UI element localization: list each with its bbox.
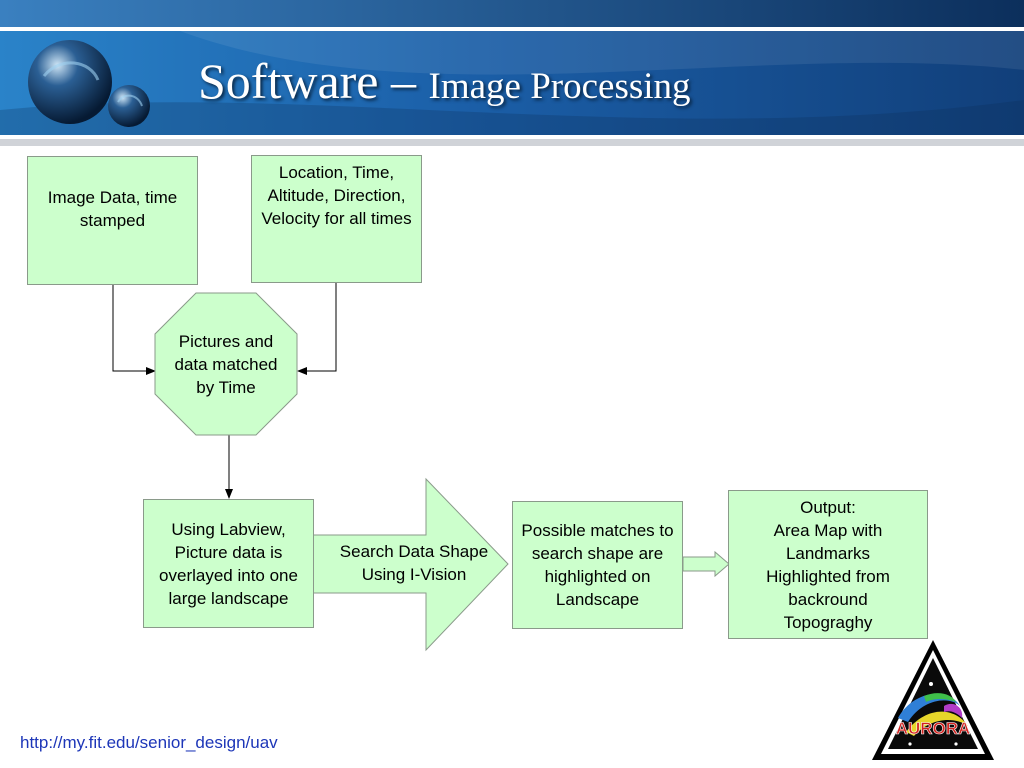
box-location-time-text: Location, Time, Altitude, Direction, Vel…: [261, 163, 412, 228]
title-main: Software –: [198, 53, 429, 109]
box-image-data-text: Image Data, time stamped: [47, 188, 178, 230]
octagon-pictures-matched: [154, 292, 298, 436]
box-image-data: Image Data, time stamped: [27, 156, 198, 285]
slide-title: Software – Image Processing: [198, 52, 691, 112]
logo-text: AURORA: [896, 719, 971, 738]
header-banner: [0, 0, 1024, 146]
box-location-time: Location, Time, Altitude, Direction, Vel…: [251, 155, 422, 283]
title-sub: Image Processing: [428, 66, 691, 107]
octagon-label-text: Pictures and data matched by Time: [174, 331, 278, 397]
block-arrow-output: [682, 550, 730, 578]
box-possible-matches-text: Possible matches to search shape are hig…: [521, 521, 674, 609]
search-arrow-label-text: Search Data Shape Using I-Vision: [339, 542, 489, 584]
connector-location-to-match: [297, 282, 337, 375]
connector-image-to-match: [112, 284, 156, 375]
box-output-heading: Output:: [800, 497, 856, 517]
block-arrow-search: [311, 477, 509, 652]
box-possible-matches: Possible matches to search shape are hig…: [512, 501, 683, 629]
aurora-logo-icon: AURORA: [872, 640, 994, 760]
box-output: Output: Area Map with Landmarks Highligh…: [728, 490, 928, 639]
globe-orb-icon: [28, 40, 150, 127]
search-arrow-label: Search Data Shape Using I-Vision: [322, 530, 506, 596]
box-labview: Using Labview, Picture data is overlayed…: [143, 499, 314, 628]
octagon-label: Pictures and data matched by Time: [160, 300, 292, 428]
box-labview-text: Using Labview, Picture data is overlayed…: [159, 519, 298, 608]
box-output-text: Area Map with Landmarks Highlighted from…: [766, 520, 890, 632]
footer-url-link[interactable]: http://my.fit.edu/senior_design/uav: [20, 733, 278, 752]
